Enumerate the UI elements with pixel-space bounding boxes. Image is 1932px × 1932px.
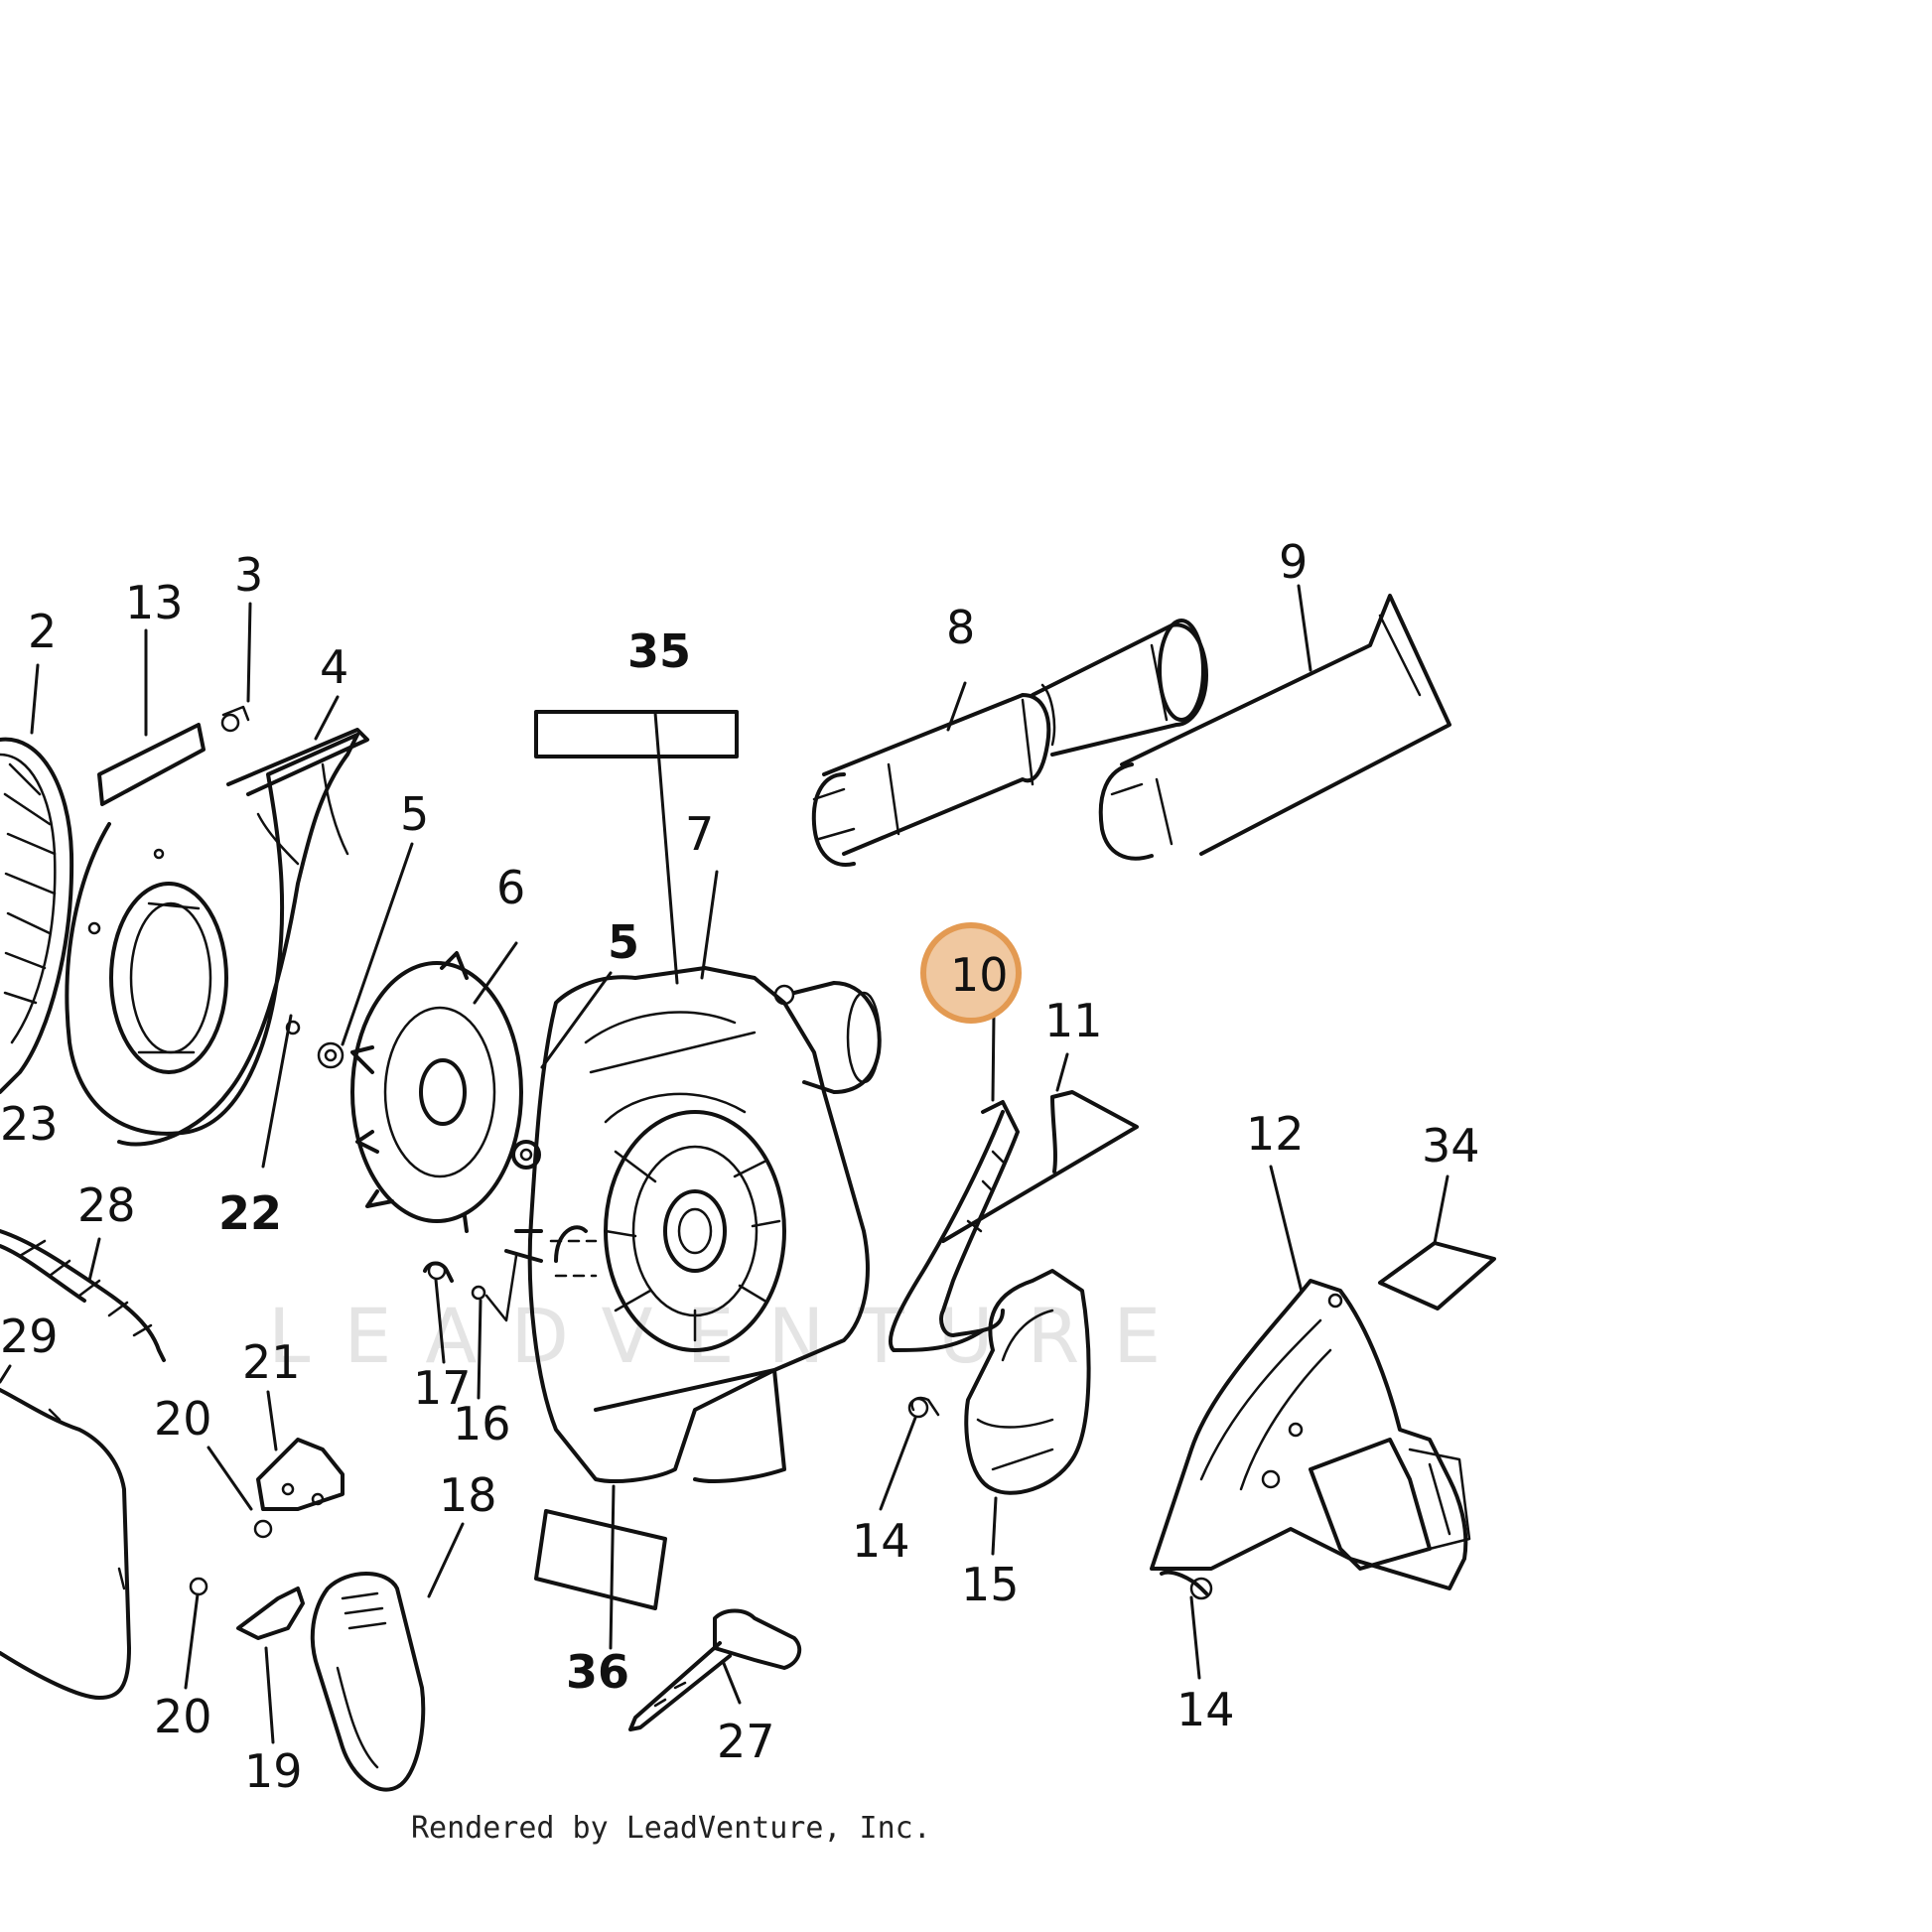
part-28-cord [0, 1229, 166, 1362]
callout-9[interactable]: 9 [1279, 535, 1308, 589]
callout-12[interactable]: 12 [1246, 1107, 1305, 1161]
callout-8[interactable]: 8 [946, 601, 975, 654]
part-27-tool [628, 1608, 802, 1731]
part-21-switch [253, 1438, 345, 1539]
leader-lines [0, 584, 1449, 1744]
part-9-blower-nozzle [1098, 594, 1451, 861]
callout-2[interactable]: 2 [28, 605, 57, 658]
render-credit: Rendered by LeadVenture, Inc. [411, 1811, 931, 1846]
callout-14-mid[interactable]: 14 [852, 1514, 910, 1568]
part-34-decal [1378, 1241, 1496, 1311]
part-10-handle[interactable] [888, 1100, 1020, 1352]
callout-18[interactable]: 18 [439, 1468, 497, 1522]
callout-3[interactable]: 3 [234, 548, 263, 602]
part-2-shroud [0, 737, 74, 1094]
part-18-grip [310, 1572, 426, 1792]
callout-27[interactable]: 27 [717, 1715, 775, 1768]
watermark-text: LEADVENTURE [268, 1292, 1194, 1380]
callout-21[interactable]: 21 [242, 1335, 301, 1389]
callout-20-top[interactable]: 20 [154, 1392, 212, 1446]
callout-19[interactable]: 19 [244, 1744, 303, 1798]
callout-4[interactable]: 4 [320, 640, 348, 694]
callout-labels: 2 13 3 4 35 8 9 5 6 7 5 10 11 23 22 12 3… [0, 535, 1480, 1798]
part-14-screw [907, 1397, 929, 1419]
callout-6[interactable]: 6 [496, 861, 525, 914]
callout-28[interactable]: 28 [77, 1178, 136, 1232]
part-36-label [534, 1509, 667, 1610]
callout-15[interactable]: 15 [961, 1558, 1020, 1611]
callout-5-top[interactable]: 5 [400, 787, 429, 841]
callout-5-mid[interactable]: 5 [608, 915, 639, 969]
callout-14-bottom[interactable]: 14 [1176, 1683, 1235, 1736]
part-17-screw [423, 1261, 454, 1283]
part-6-impeller [317, 951, 541, 1233]
callout-10[interactable]: 10 [950, 948, 1009, 1002]
callout-23[interactable]: 23 [0, 1097, 59, 1151]
part-8-blower-tube [811, 619, 1208, 867]
callout-20-bottom[interactable]: 20 [154, 1690, 212, 1743]
callout-11[interactable]: 11 [1044, 994, 1103, 1047]
callout-7[interactable]: 7 [685, 807, 714, 861]
callout-22[interactable]: 22 [218, 1186, 282, 1240]
callout-29[interactable]: 29 [0, 1310, 59, 1363]
part-15-side-cover [910, 1269, 1091, 1495]
part-16-screw [471, 1254, 518, 1322]
part-35-label [534, 710, 739, 759]
callout-17[interactable]: 17 [413, 1361, 472, 1415]
callout-13[interactable]: 13 [125, 576, 184, 629]
part-29-bag [0, 1388, 131, 1700]
part-7-blower-housing [504, 966, 882, 1483]
callout-34[interactable]: 34 [1422, 1119, 1480, 1173]
part-11-bracket [941, 1090, 1139, 1243]
callout-36[interactable]: 36 [566, 1645, 629, 1699]
callout-16[interactable]: 16 [453, 1397, 511, 1450]
callout-35[interactable]: 35 [627, 624, 691, 678]
part-19-throttle [189, 1577, 305, 1640]
part-housing-volute [65, 705, 369, 1147]
part-12-engine-cover [1150, 1279, 1471, 1600]
selected-callout-highlight [920, 922, 1022, 1024]
